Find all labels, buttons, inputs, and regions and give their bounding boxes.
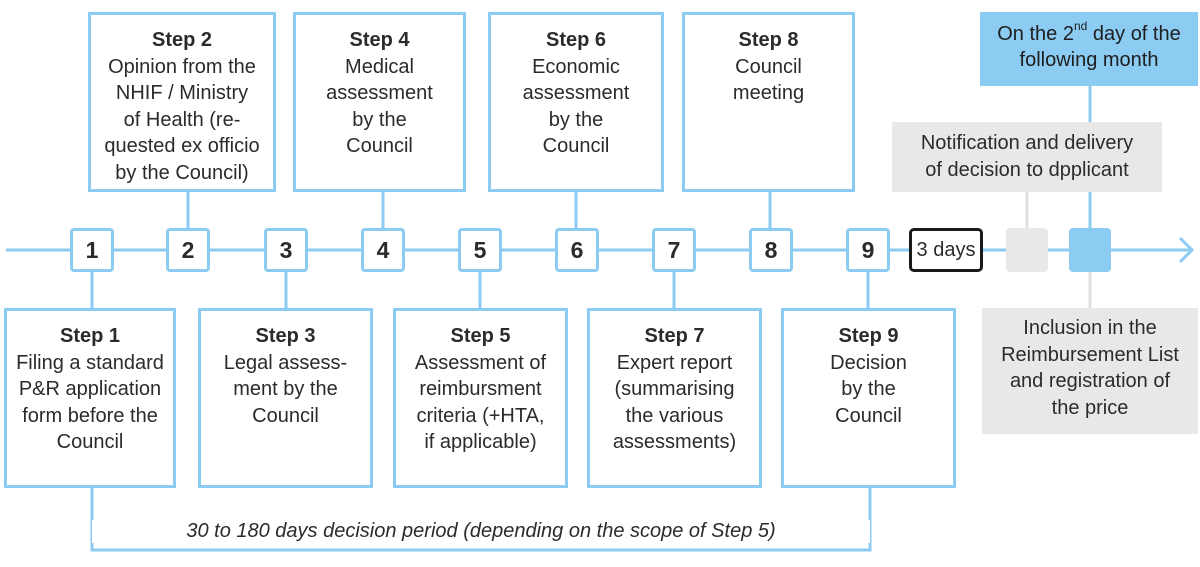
step-4-line: assessment (326, 82, 433, 104)
step-9-line: by the (841, 378, 896, 400)
second-day-pre: On the 2 (997, 23, 1074, 45)
step-4-title: Step 4 (349, 29, 410, 51)
timeline-number-3: 3 (264, 228, 308, 272)
step-7-title: Step 7 (644, 325, 705, 347)
step-2-title: Step 2 (151, 29, 213, 51)
inclusion-line: and registration of (1009, 370, 1171, 392)
step-7-line: assessments) (612, 431, 737, 453)
step-2-line: of Health (re- (123, 108, 241, 131)
three-days-label: 3 days (909, 228, 983, 272)
second-day-post: day of the (1087, 23, 1181, 45)
second-day-marker (1069, 228, 1111, 272)
timeline-number-8: 8 (749, 228, 793, 272)
step-6-line: Council (542, 135, 610, 157)
step-5-line: Assessment of (414, 351, 547, 374)
step-2-line: by the Council) (115, 161, 249, 184)
notification-line: Notification and delivery (920, 132, 1134, 154)
inclusion-line: Reimbursement List (1001, 343, 1179, 366)
step-9-box: Step 9 Decision by the Council (781, 308, 956, 488)
step-8-title: Step 8 (738, 29, 799, 51)
step-3-line: Council (252, 404, 319, 427)
step-2-line: quested ex officio (104, 135, 260, 157)
step-9-line: Council (835, 404, 902, 427)
step-6-line: by the (548, 108, 604, 131)
step-3-box: Step 3 Legal assess- ment by the Council (198, 308, 373, 488)
step-3-title: Step 3 (255, 325, 316, 347)
timeline-number-4: 4 (361, 228, 405, 272)
step-4-box: Step 4 Medical assessment by the Council (293, 12, 466, 192)
step-4-line: Medical (345, 55, 414, 78)
second-day-box: On the 2nd day of the following month (980, 12, 1198, 86)
step-7-line: Expert report (616, 351, 733, 374)
step-7-line: the various (625, 404, 724, 427)
step-1-title: Step 1 (59, 325, 121, 347)
step-2-box: Step 2 Opinion from the NHIF / Ministry … (88, 12, 276, 192)
inclusion-line: Inclusion in the (1023, 317, 1157, 339)
step-6-line: Economic (532, 55, 620, 78)
decision-period-label: 30 to 180 days decision period (dependin… (92, 520, 870, 543)
step-2-line: Opinion from the (108, 55, 256, 78)
step-5-line: criteria (+HTA, (416, 404, 545, 427)
inclusion-box: Inclusion in the Reimbursement List and … (982, 308, 1198, 434)
step-5-line: reimbursment (419, 378, 542, 400)
step-1-line: form before the (22, 404, 158, 427)
step-3-line: ment by the (233, 378, 338, 400)
step-8-box: Step 8 Council meeting (682, 12, 855, 192)
step-8-line: Council (735, 55, 802, 78)
step-2-line: NHIF / Ministry (115, 82, 249, 104)
timeline-arrowhead (1178, 236, 1195, 264)
step-1-line: Council (56, 431, 124, 453)
notification-box: Notification and delivery of decision to… (892, 122, 1162, 192)
step-3-line: Legal assess- (223, 351, 348, 374)
timeline-number-6: 6 (555, 228, 599, 272)
step-1-box: Step 1 Filing a standard P&R application… (4, 308, 176, 488)
step-7-line: (summarising (614, 378, 735, 400)
step-4-line: by the (352, 108, 407, 131)
step-1-line: Filing a standard (16, 351, 164, 374)
step-6-title: Step 6 (545, 29, 607, 51)
inclusion-line: the price (1051, 396, 1129, 419)
step-4-line: Council (346, 135, 413, 157)
step-5-title: Step 5 (450, 325, 511, 347)
timeline-number-2: 2 (166, 228, 210, 272)
step-8-line: meeting (732, 82, 805, 104)
step-9-line: Decision (830, 351, 907, 374)
timeline-number-9: 9 (846, 228, 890, 272)
second-day-sup: nd (1073, 19, 1088, 34)
decision-period-bracket (90, 486, 872, 552)
timeline-number-1: 1 (70, 228, 114, 272)
timeline-number-7: 7 (652, 228, 696, 272)
timeline-number-5: 5 (458, 228, 502, 272)
step-5-line: if applicable) (424, 431, 537, 453)
step-6-line: assessment (522, 82, 630, 104)
step-6-box: Step 6 Economic assessment by the Counci… (488, 12, 664, 192)
step-5-box: Step 5 Assessment of reimbursment criter… (393, 308, 568, 488)
second-day-line-2: following month (1019, 49, 1159, 71)
notification-line: of decision to dpplicant (925, 158, 1129, 181)
step-7-box: Step 7 Expert report (summarising the va… (587, 308, 762, 488)
second-day-line-1: On the 2nd day of the (980, 19, 1198, 47)
step-9-title: Step 9 (838, 325, 899, 347)
notification-marker (1006, 228, 1048, 272)
step-1-line: P&R application (18, 378, 162, 400)
